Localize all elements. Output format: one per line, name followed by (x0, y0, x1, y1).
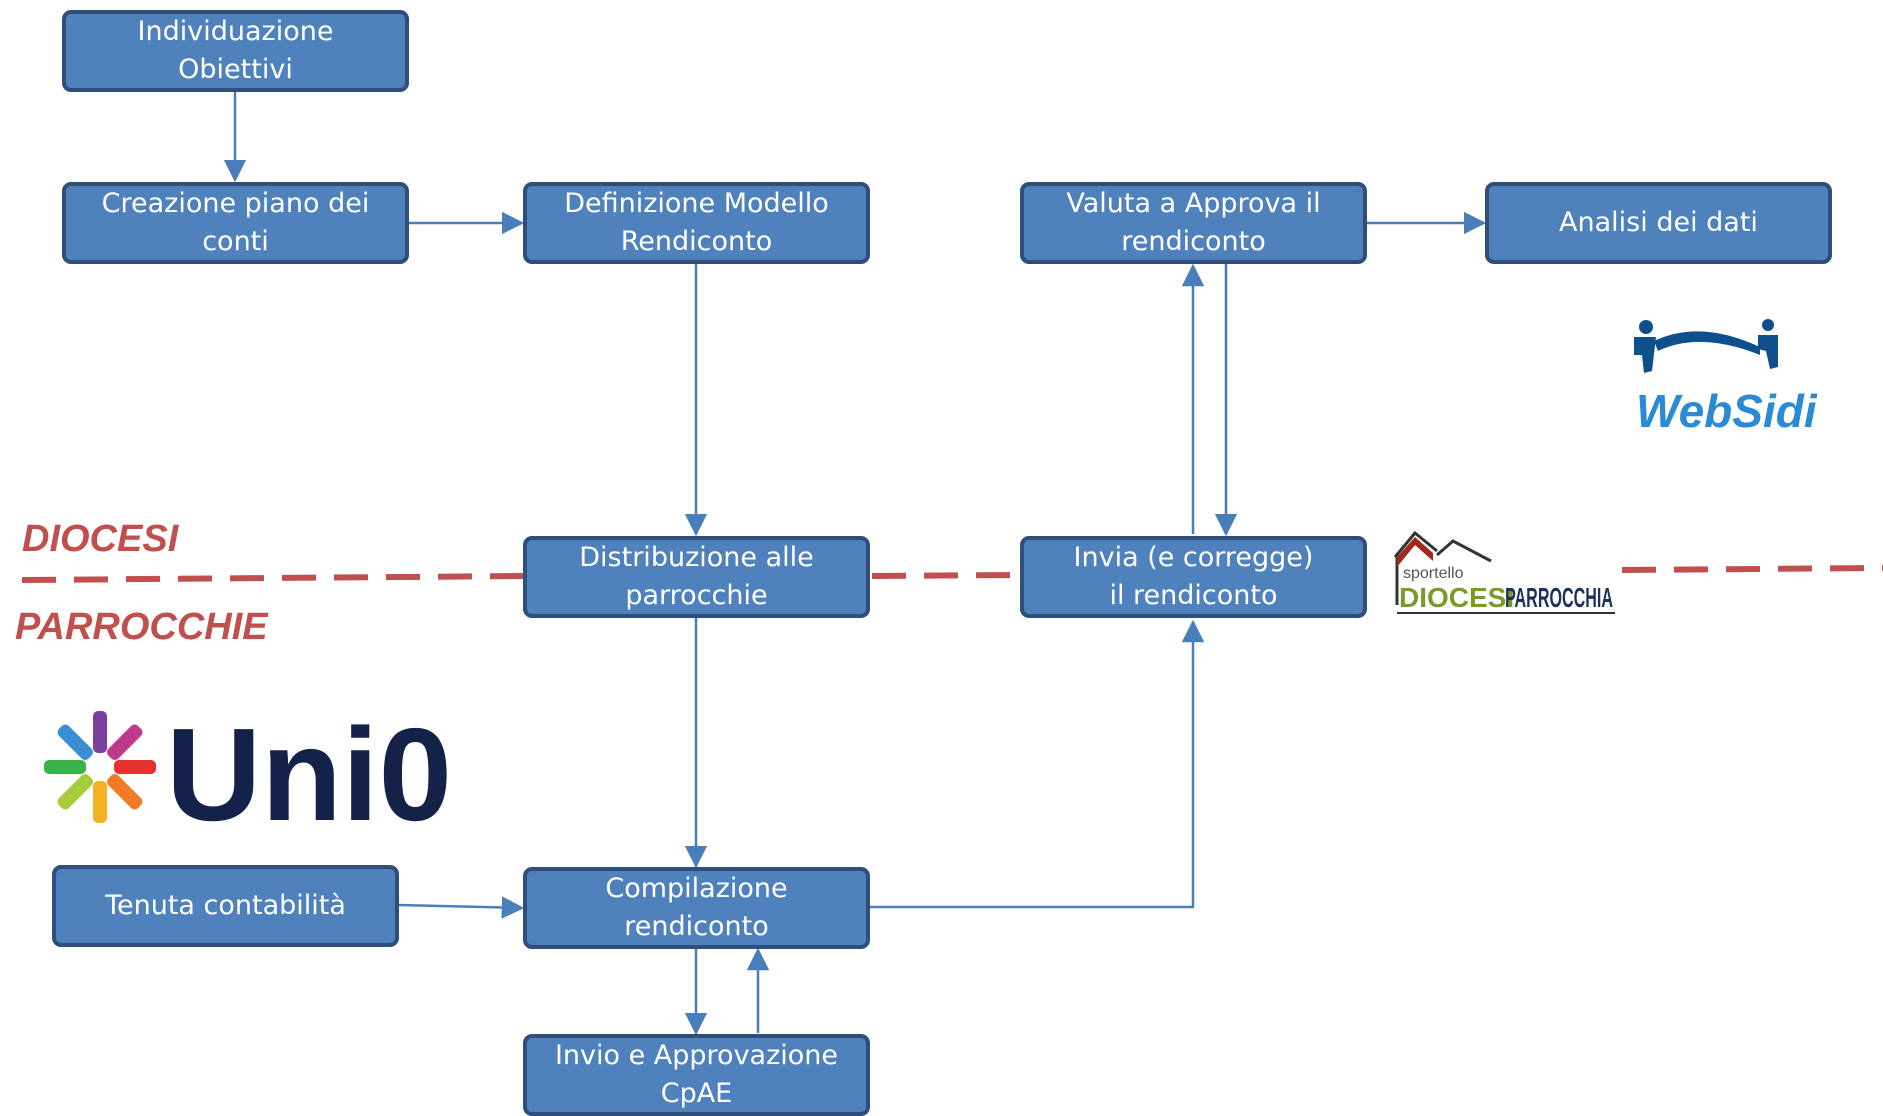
arrow-tenuta-to-compilazione (397, 896, 525, 919)
websidi-figures-icon (1634, 319, 1778, 373)
arrow-compilazione-to-invia (867, 619, 1205, 909)
zone-label-parrocchie: PARROCCHIE (15, 606, 268, 648)
zone-label-diocesi: DIOCESI (22, 518, 179, 560)
unio-wordmark: Uni0 (166, 705, 452, 830)
house-roof-accent (1397, 537, 1433, 567)
websidi-logo: WebSidi (1634, 319, 1818, 435)
sportello-parrocchia-label: PARROCCHIA (1505, 582, 1613, 613)
node-analisi-dati: Analisi dei dati (1485, 182, 1832, 264)
node-invia-rendiconto: Invia (e corregge)il rendiconto (1020, 536, 1367, 618)
zone-divider-right (1621, 565, 1883, 573)
sportello-diocesi-label: DIOCESI (1399, 582, 1514, 613)
zone-divider-left (21, 573, 526, 583)
websidi-wordmark: WebSidi (1636, 385, 1818, 435)
sportello-logo: sportello DIOCESI PARROCCHIA (1393, 530, 1615, 614)
unio-flower-icon (44, 711, 156, 823)
node-tenuta-contabilita: Tenuta contabilità (52, 865, 399, 947)
unio-logo: Uni0 (44, 705, 452, 830)
sportello-small-label: sportello (1403, 565, 1464, 582)
zone-divider-middle (871, 572, 1023, 579)
